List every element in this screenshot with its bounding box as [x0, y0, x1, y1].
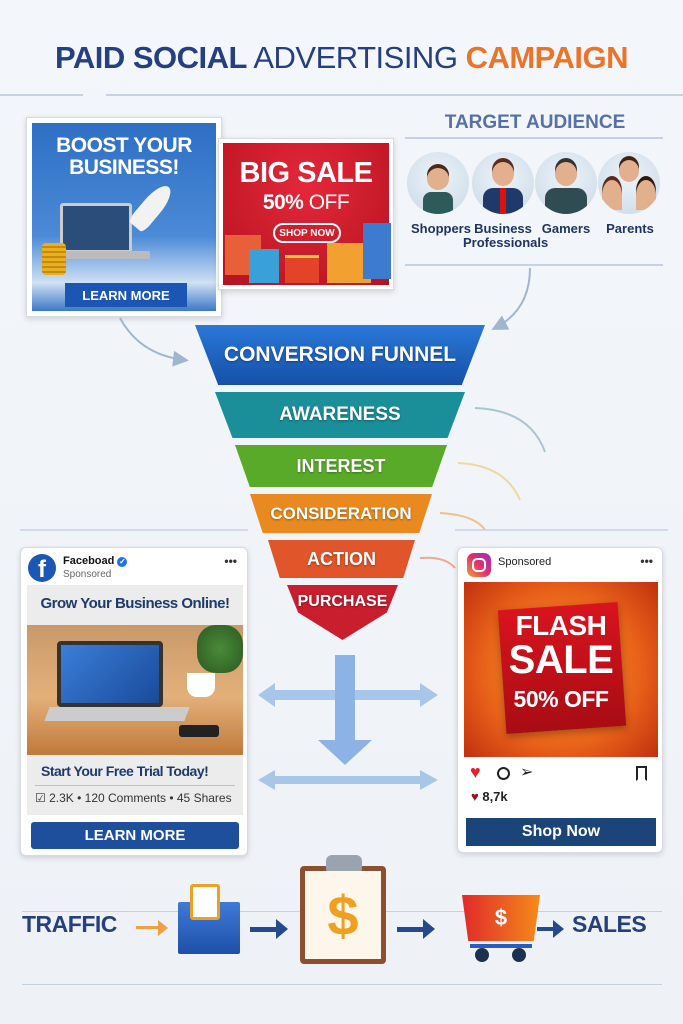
divider: [405, 264, 663, 266]
title-part1: PAID SOCIAL: [54, 40, 248, 75]
arrow-consideration: [439, 512, 486, 531]
plant-icon: [197, 625, 243, 673]
arrow-ads-to-funnel: [119, 317, 189, 367]
arrow-icon: [397, 927, 425, 932]
funnel-title: CONVERSION FUNNEL: [195, 325, 485, 385]
gamer-avatar: [535, 152, 597, 214]
arrow-audience-to-funnel: [491, 267, 531, 330]
page-name[interactable]: Faceboad: [63, 555, 115, 567]
gift-box-icon: [285, 255, 319, 283]
cart-wheel: [475, 948, 489, 962]
laptop-desk-image: [27, 625, 243, 755]
ad-subline: Start Your Free Trial Today!: [41, 763, 209, 779]
verified-icon: ✓: [117, 557, 128, 567]
coffee-cup-icon: [187, 673, 215, 697]
laptop-icon: [57, 641, 163, 707]
audience-shoppers: [407, 152, 469, 214]
dollar-sign: $: [494, 905, 508, 930]
laptop-base: [50, 251, 150, 259]
cart-wheel: [512, 948, 526, 962]
ad-headline: Grow Your Business Online!: [40, 595, 230, 612]
arrow-icon: [136, 926, 160, 929]
funnel-stage-action: ACTION: [268, 540, 415, 578]
flash-text: FLASH: [515, 610, 607, 641]
instagram-logo-icon: [467, 553, 491, 577]
audience-label: Gamers: [541, 221, 591, 236]
audience-gamers: [535, 152, 597, 214]
ticket-icon: [190, 884, 220, 920]
more-options-icon[interactable]: •••: [640, 554, 653, 568]
arrow-head: [276, 919, 288, 939]
arrow-action: [419, 556, 456, 569]
ad-headline: BOOST YOUR BUSINESS!: [56, 134, 192, 179]
divider: [405, 137, 663, 139]
down-arrow: [318, 655, 372, 765]
shop-now-button[interactable]: Shop Now: [466, 818, 656, 846]
title-part3: CAMPAIGN: [465, 40, 629, 75]
arrow-icon: [537, 927, 555, 931]
boost-business-ad[interactable]: BOOST YOUR BUSINESS! LEARN MORE: [26, 117, 222, 317]
audience-label: Shoppers: [411, 221, 471, 236]
funnel-stage-interest: INTEREST: [235, 445, 447, 487]
shopping-cart-icon: $: [462, 895, 540, 941]
parents-avatar: [598, 152, 660, 214]
shopper-avatar: [407, 152, 469, 214]
phone-icon: [179, 725, 219, 737]
sale-off: OFF: [308, 191, 350, 214]
learn-more-button[interactable]: LEARN MORE: [65, 283, 187, 307]
divider: [0, 94, 83, 96]
clipboard-clip: [326, 855, 362, 871]
facebook-logo-icon: f: [28, 554, 56, 582]
cart-base: [470, 944, 532, 948]
like-heart-icon[interactable]: ♥: [470, 762, 481, 782]
arrow-awareness: [474, 407, 546, 453]
reaction-icon: ☑: [35, 791, 50, 805]
sales-label: SALES: [572, 911, 647, 937]
sale-text: SALE: [508, 638, 614, 682]
funnel-stage-consideration: CONSIDERATION: [250, 494, 432, 533]
audience-heading: TARGET AUDIENCE: [444, 112, 626, 133]
sale-discount: 50%: [262, 191, 304, 214]
share-icon[interactable]: ➢: [520, 764, 534, 781]
learn-more-button[interactable]: LEARN MORE: [31, 822, 239, 849]
big-sale-ad[interactable]: BIG SALE 50% OFF SHOP NOW: [218, 138, 394, 290]
discount-text: 50% OFF: [513, 686, 609, 712]
sale-headline: BIG SALE: [239, 157, 373, 189]
more-options-icon[interactable]: •••: [224, 554, 237, 568]
comment-icon[interactable]: [497, 767, 510, 780]
instagram-ad-card: Sponsored ••• FLASH SALE 50% OFF ♥ ➢ ♥ 8…: [457, 547, 663, 853]
audience-business: [472, 152, 534, 214]
page-title: PAID SOCIAL ADVERTISING CAMPAIGN: [0, 40, 683, 76]
likes-count: 8,7k: [482, 789, 508, 804]
funnel-stage-awareness: AWARENESS: [215, 392, 465, 438]
arrow-head: [423, 919, 435, 939]
ad-creative: Grow Your Business Online! Start Your Fr…: [27, 585, 243, 815]
arrow-interest: [457, 462, 521, 501]
clipboard-dollar-icon: $: [300, 866, 386, 964]
dollar-sign: $: [327, 883, 359, 947]
traffic-label: TRAFFIC: [22, 911, 117, 937]
engagement-stats: 2.3K • 120 Comments • 45 Shares: [49, 791, 232, 805]
flash-sale-image: FLASH SALE 50% OFF: [464, 582, 658, 757]
divider: [106, 94, 683, 96]
double-arrow-bottom: [258, 770, 438, 790]
arrow-head: [553, 920, 564, 938]
arrow-head: [158, 920, 168, 936]
business-avatar: [472, 152, 534, 214]
sponsored-label: Sponsored: [63, 569, 112, 580]
likes-heart-icon: ♥: [471, 789, 483, 804]
coins-icon: [42, 243, 66, 275]
gift-bag-icon: [249, 249, 279, 283]
audience-parents: [598, 152, 660, 214]
title-part2: ADVERTISING: [253, 40, 458, 75]
arrow-icon: [250, 927, 278, 932]
bookmark-icon[interactable]: [636, 766, 647, 781]
facebook-ad-card: f Faceboad ✓ Sponsored ••• Grow Your Bus…: [20, 547, 248, 856]
sponsored-label: Sponsored: [498, 556, 552, 568]
divider: [22, 984, 662, 985]
shop-now-button[interactable]: SHOP NOW: [273, 223, 341, 243]
audience-label: Business Professionals: [463, 221, 549, 250]
audience-label: Parents: [606, 221, 654, 236]
gift-box-icon: [363, 223, 391, 279]
